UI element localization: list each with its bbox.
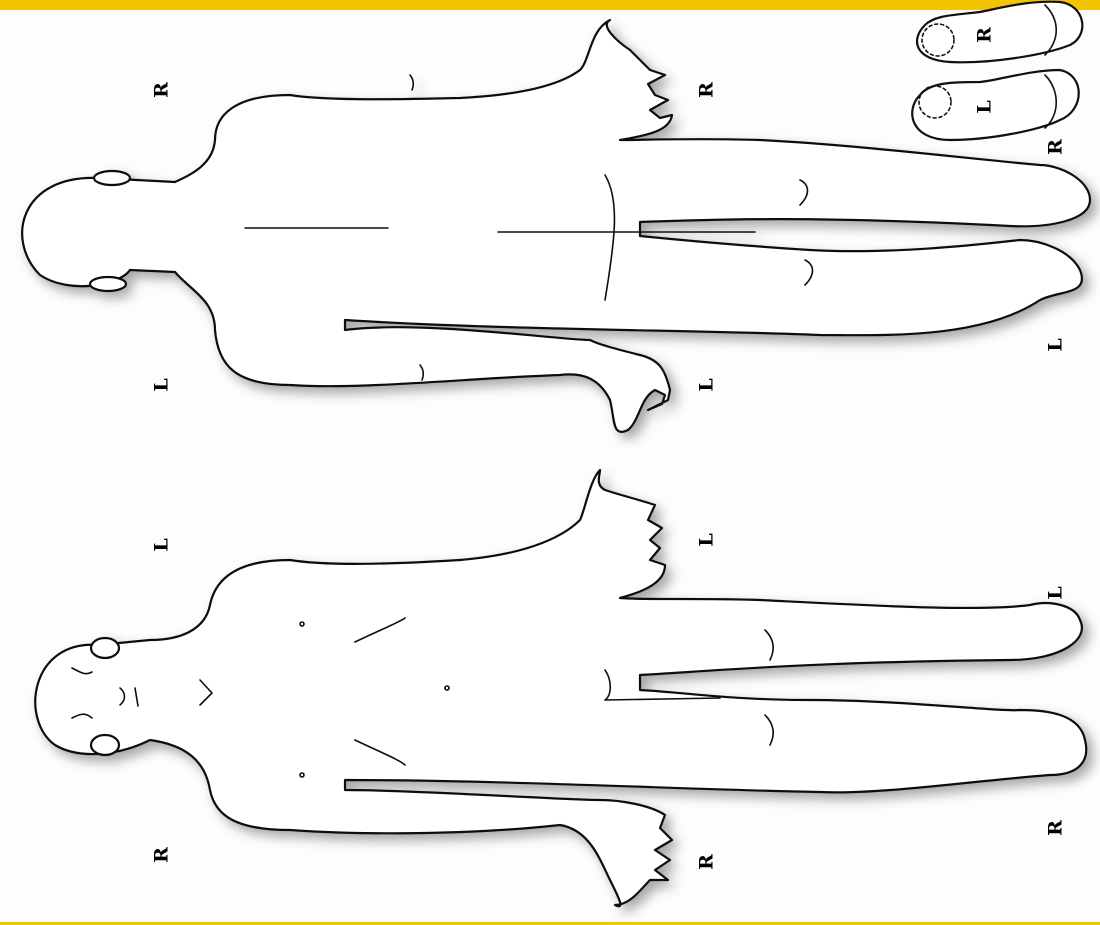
back-hand-right-label: R [698,82,717,98]
back-top-right-label: R [153,82,172,98]
front-ear-right [91,735,119,755]
front-foot-right-label: R [1047,820,1066,836]
sole-right-label: R [976,27,995,43]
front-foot-left-label: L [1047,586,1066,599]
front-hand-right-label: R [698,854,717,870]
front-top-right-label: R [153,847,172,863]
back-view-outline [22,20,1090,432]
soles-of-feet [912,2,1082,140]
back-foot-right-label: R [1047,139,1066,155]
front-view-figure [35,470,1086,906]
front-top-left-label: L [153,538,172,551]
front-ear-left [91,638,119,658]
back-view-figure [22,20,1090,432]
back-ear-right [94,171,130,185]
sole-right-outline [917,2,1082,63]
back-ear-left [90,277,126,291]
back-top-left-label: L [153,378,172,391]
back-hand-left-label: L [698,378,717,391]
front-view-outline [35,470,1086,906]
sole-left-label: L [976,100,995,113]
front-hand-left-label: L [698,533,717,546]
back-foot-left-label: L [1047,338,1066,351]
